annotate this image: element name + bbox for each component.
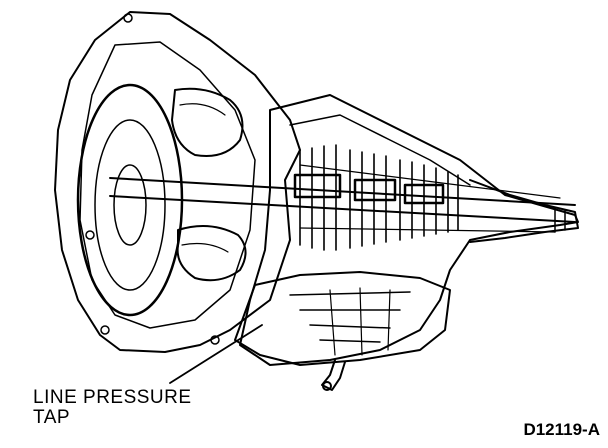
bell-housing-outline [54,11,301,353]
callout-leader-line [169,324,263,384]
oil-pan [234,271,451,366]
valve-body-detail [289,291,411,343]
line-pressure-tap-callout: LINE PRESSURE TAP [33,388,192,428]
torque-converter-hub [113,164,147,246]
main-case-outline [239,94,579,366]
callout-line-2: TAP [33,407,71,428]
extension-housing [469,179,579,243]
planetary-gearsets [293,173,445,205]
converter-lower-section [176,225,247,282]
figure-id-label: D12119-A [523,420,600,439]
case-top-ribs [289,114,471,186]
torque-converter-inner [94,119,166,291]
bell-housing-bolts [85,13,220,345]
callout-line-1: LINE PRESSURE [33,387,192,408]
converter-upper-section [171,87,244,157]
line-pressure-tap-fitting [321,359,346,391]
bell-housing-inner [79,41,256,329]
main-shaft [109,177,576,223]
